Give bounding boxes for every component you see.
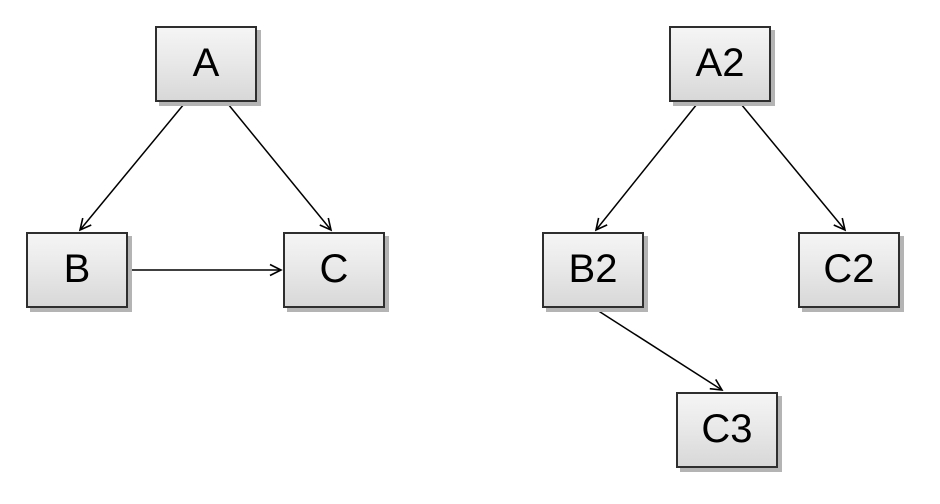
node-C3[interactable]: C3 bbox=[676, 392, 778, 468]
edge-A-B bbox=[78, 103, 185, 232]
edge-B2-C3 bbox=[596, 309, 724, 391]
edge-A2-C2 bbox=[740, 103, 847, 232]
node-A2[interactable]: A2 bbox=[669, 26, 771, 102]
node-label: B2 bbox=[568, 247, 618, 291]
node-A[interactable]: A bbox=[155, 26, 257, 102]
node-B2[interactable]: B2 bbox=[542, 232, 644, 308]
node-label: A2 bbox=[695, 41, 745, 85]
node-C[interactable]: C bbox=[283, 232, 385, 308]
node-label: B bbox=[63, 247, 91, 291]
node-C2[interactable]: C2 bbox=[798, 232, 900, 308]
edge-A-C bbox=[227, 103, 333, 232]
node-B[interactable]: B bbox=[26, 232, 128, 308]
node-label: C3 bbox=[701, 407, 753, 451]
node-label: C2 bbox=[823, 247, 875, 291]
node-label: C bbox=[319, 247, 349, 291]
edge-A2-B2 bbox=[594, 103, 698, 232]
node-label: A bbox=[192, 41, 220, 85]
